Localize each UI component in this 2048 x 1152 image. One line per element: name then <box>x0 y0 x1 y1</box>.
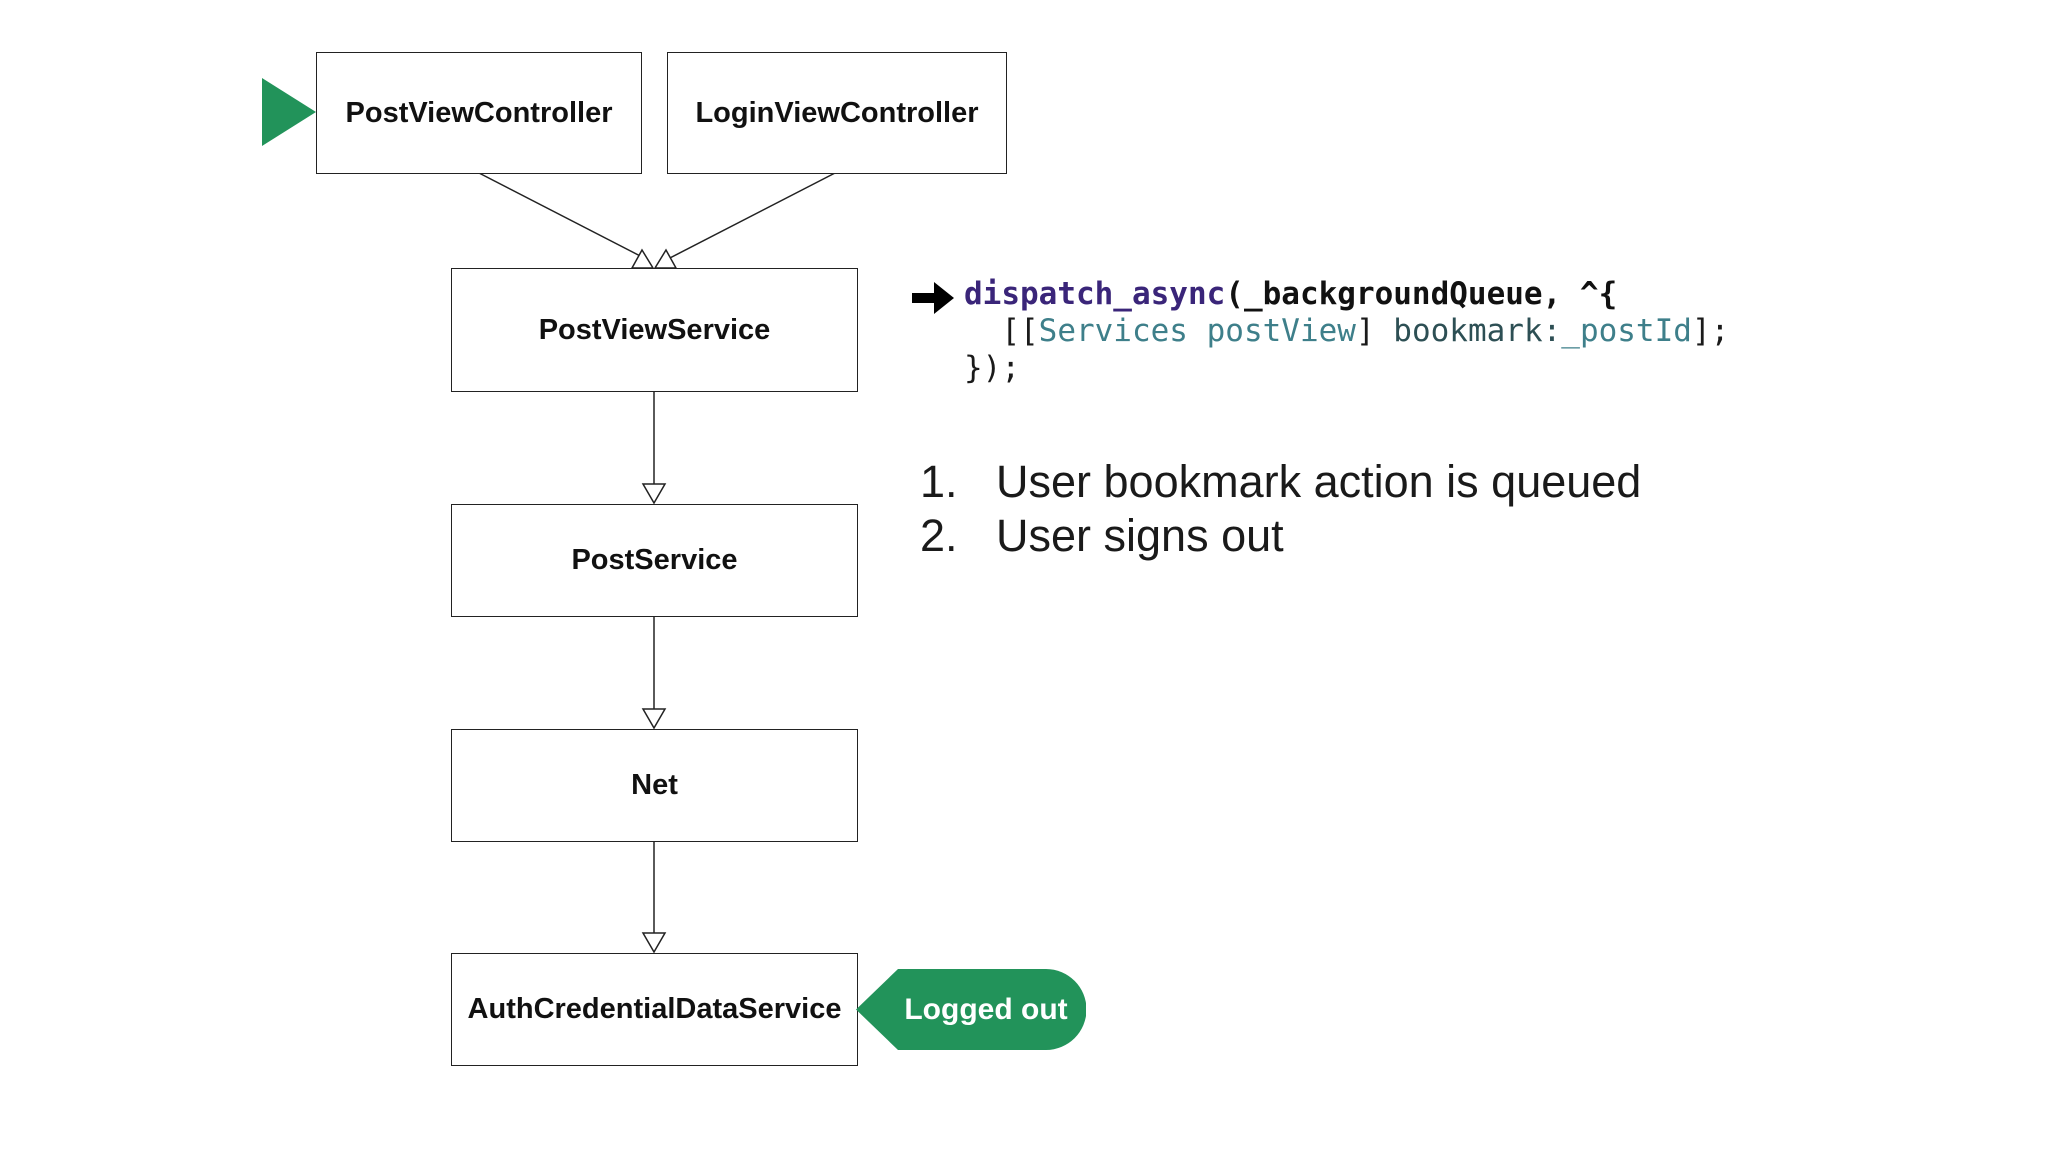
code-line3: }); <box>964 350 1020 386</box>
code-selector: postView <box>1206 313 1356 349</box>
box-post-view-service: PostViewService <box>451 268 858 392</box>
arrowhead-net <box>641 708 667 730</box>
right-arrow-icon <box>912 282 954 314</box>
code-argument: _postId <box>1561 313 1692 349</box>
step-number: 1. <box>920 456 958 507</box>
step-item: 1. User bookmark action is queued <box>920 455 1641 509</box>
logged-out-badge: Logged out <box>886 969 1086 1050</box>
box-post-service-label: PostService <box>571 544 738 576</box>
box-login-view-controller-label: LoginViewController <box>695 96 979 129</box>
step-text: User bookmark action is queued <box>996 456 1642 507</box>
play-marker-icon <box>262 78 316 146</box>
logged-out-badge-label: Logged out <box>904 992 1068 1026</box>
box-auth-credential-data-service: AuthCredentialDataService <box>451 953 858 1066</box>
box-post-view-service-label: PostViewService <box>538 313 771 346</box>
connector-loginviewcontroller-postviewservice <box>665 172 836 261</box>
box-net: Net <box>451 729 858 842</box>
code-snippet: dispatch_async(_backgroundQueue, ^{ [[Se… <box>964 276 1729 387</box>
box-net-label: Net <box>631 769 678 801</box>
code-line2-close: ]; <box>1691 313 1730 349</box>
box-auth-credential-data-service-label: AuthCredentialDataService <box>467 993 842 1025</box>
code-line2-open: [[ <box>964 313 1039 349</box>
code-function-name: dispatch_async <box>964 276 1226 312</box>
step-text: User signs out <box>996 510 1284 561</box>
box-post-view-controller: PostViewController <box>316 52 642 174</box>
box-post-view-controller-label: PostViewController <box>345 96 613 129</box>
code-line1-rest: (_backgroundQueue, ^{ <box>1225 276 1618 312</box>
code-message: bookmark: <box>1393 313 1562 349</box>
arrowhead-postviewcontroller <box>630 248 655 269</box>
arrowhead-loginviewcontroller <box>653 248 678 269</box>
code-line2-mid: ] <box>1355 313 1375 349</box>
steps-list: 1. User bookmark action is queued 2. Use… <box>920 455 1641 563</box>
logged-out-badge-shape <box>856 969 1086 1050</box>
arrowhead-authcredentialdataservice <box>641 932 667 954</box>
box-login-view-controller: LoginViewController <box>667 52 1007 174</box>
step-number: 2. <box>920 510 958 561</box>
connector-postviewcontroller-postviewservice <box>478 172 649 261</box>
step-item: 2. User signs out <box>920 509 1641 563</box>
box-post-service: PostService <box>451 504 858 617</box>
code-class-name: Services <box>1038 313 1188 349</box>
arrowhead-postservice <box>641 483 667 505</box>
